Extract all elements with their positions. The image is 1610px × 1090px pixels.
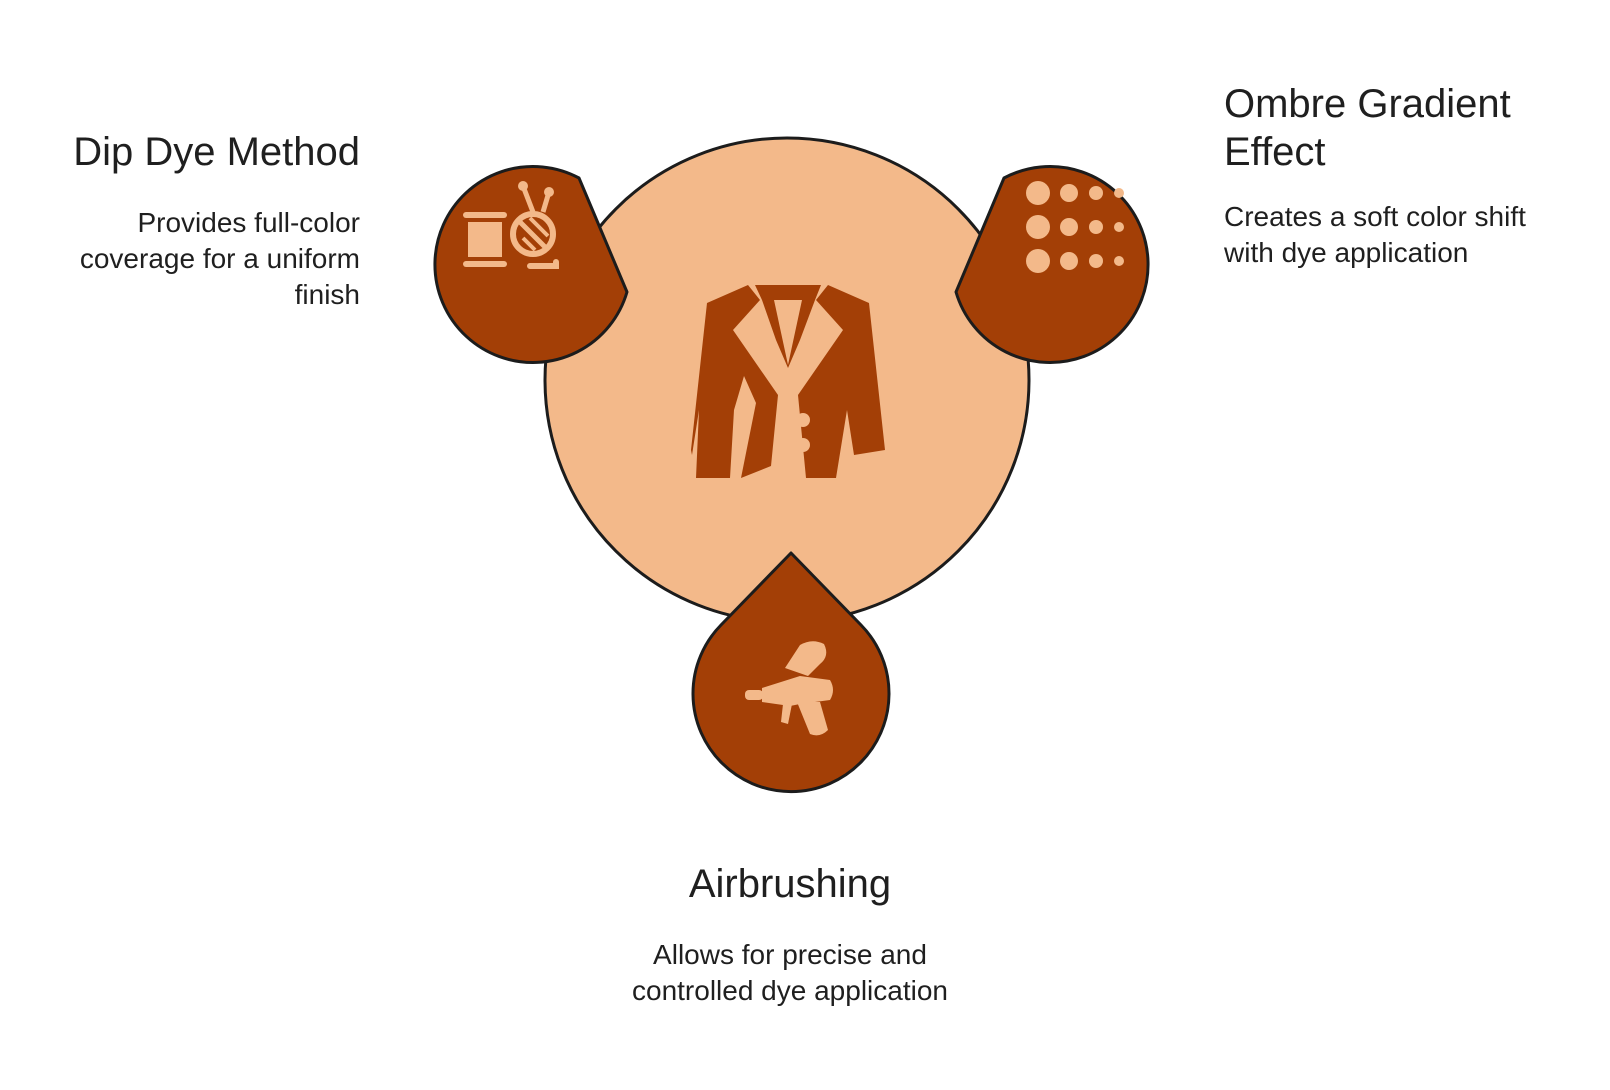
hub-circle: [543, 136, 1031, 624]
dip-dye-description: Provides full-color coverage for a unifo…: [79, 207, 360, 310]
gradient-dots-icon: [1026, 181, 1124, 273]
ombre-description: Creates a soft color shift with dye appl…: [1224, 201, 1526, 268]
jacket-icon: [691, 285, 885, 478]
spray-gun-icon: [745, 641, 833, 736]
airbrushing-description: Allows for precise and controlled dye ap…: [632, 939, 948, 1006]
airbrushing-title: Airbrushing: [688, 862, 892, 906]
node-airbrushing-shape: [691, 551, 891, 794]
yarn-spool-icon: [463, 181, 559, 269]
node-ombre-shape: [954, 165, 1150, 364]
dip-dye-title: Dip Dye Method: [73, 130, 360, 174]
ombre-title: Ombre Gradient Effect: [1224, 82, 1511, 174]
